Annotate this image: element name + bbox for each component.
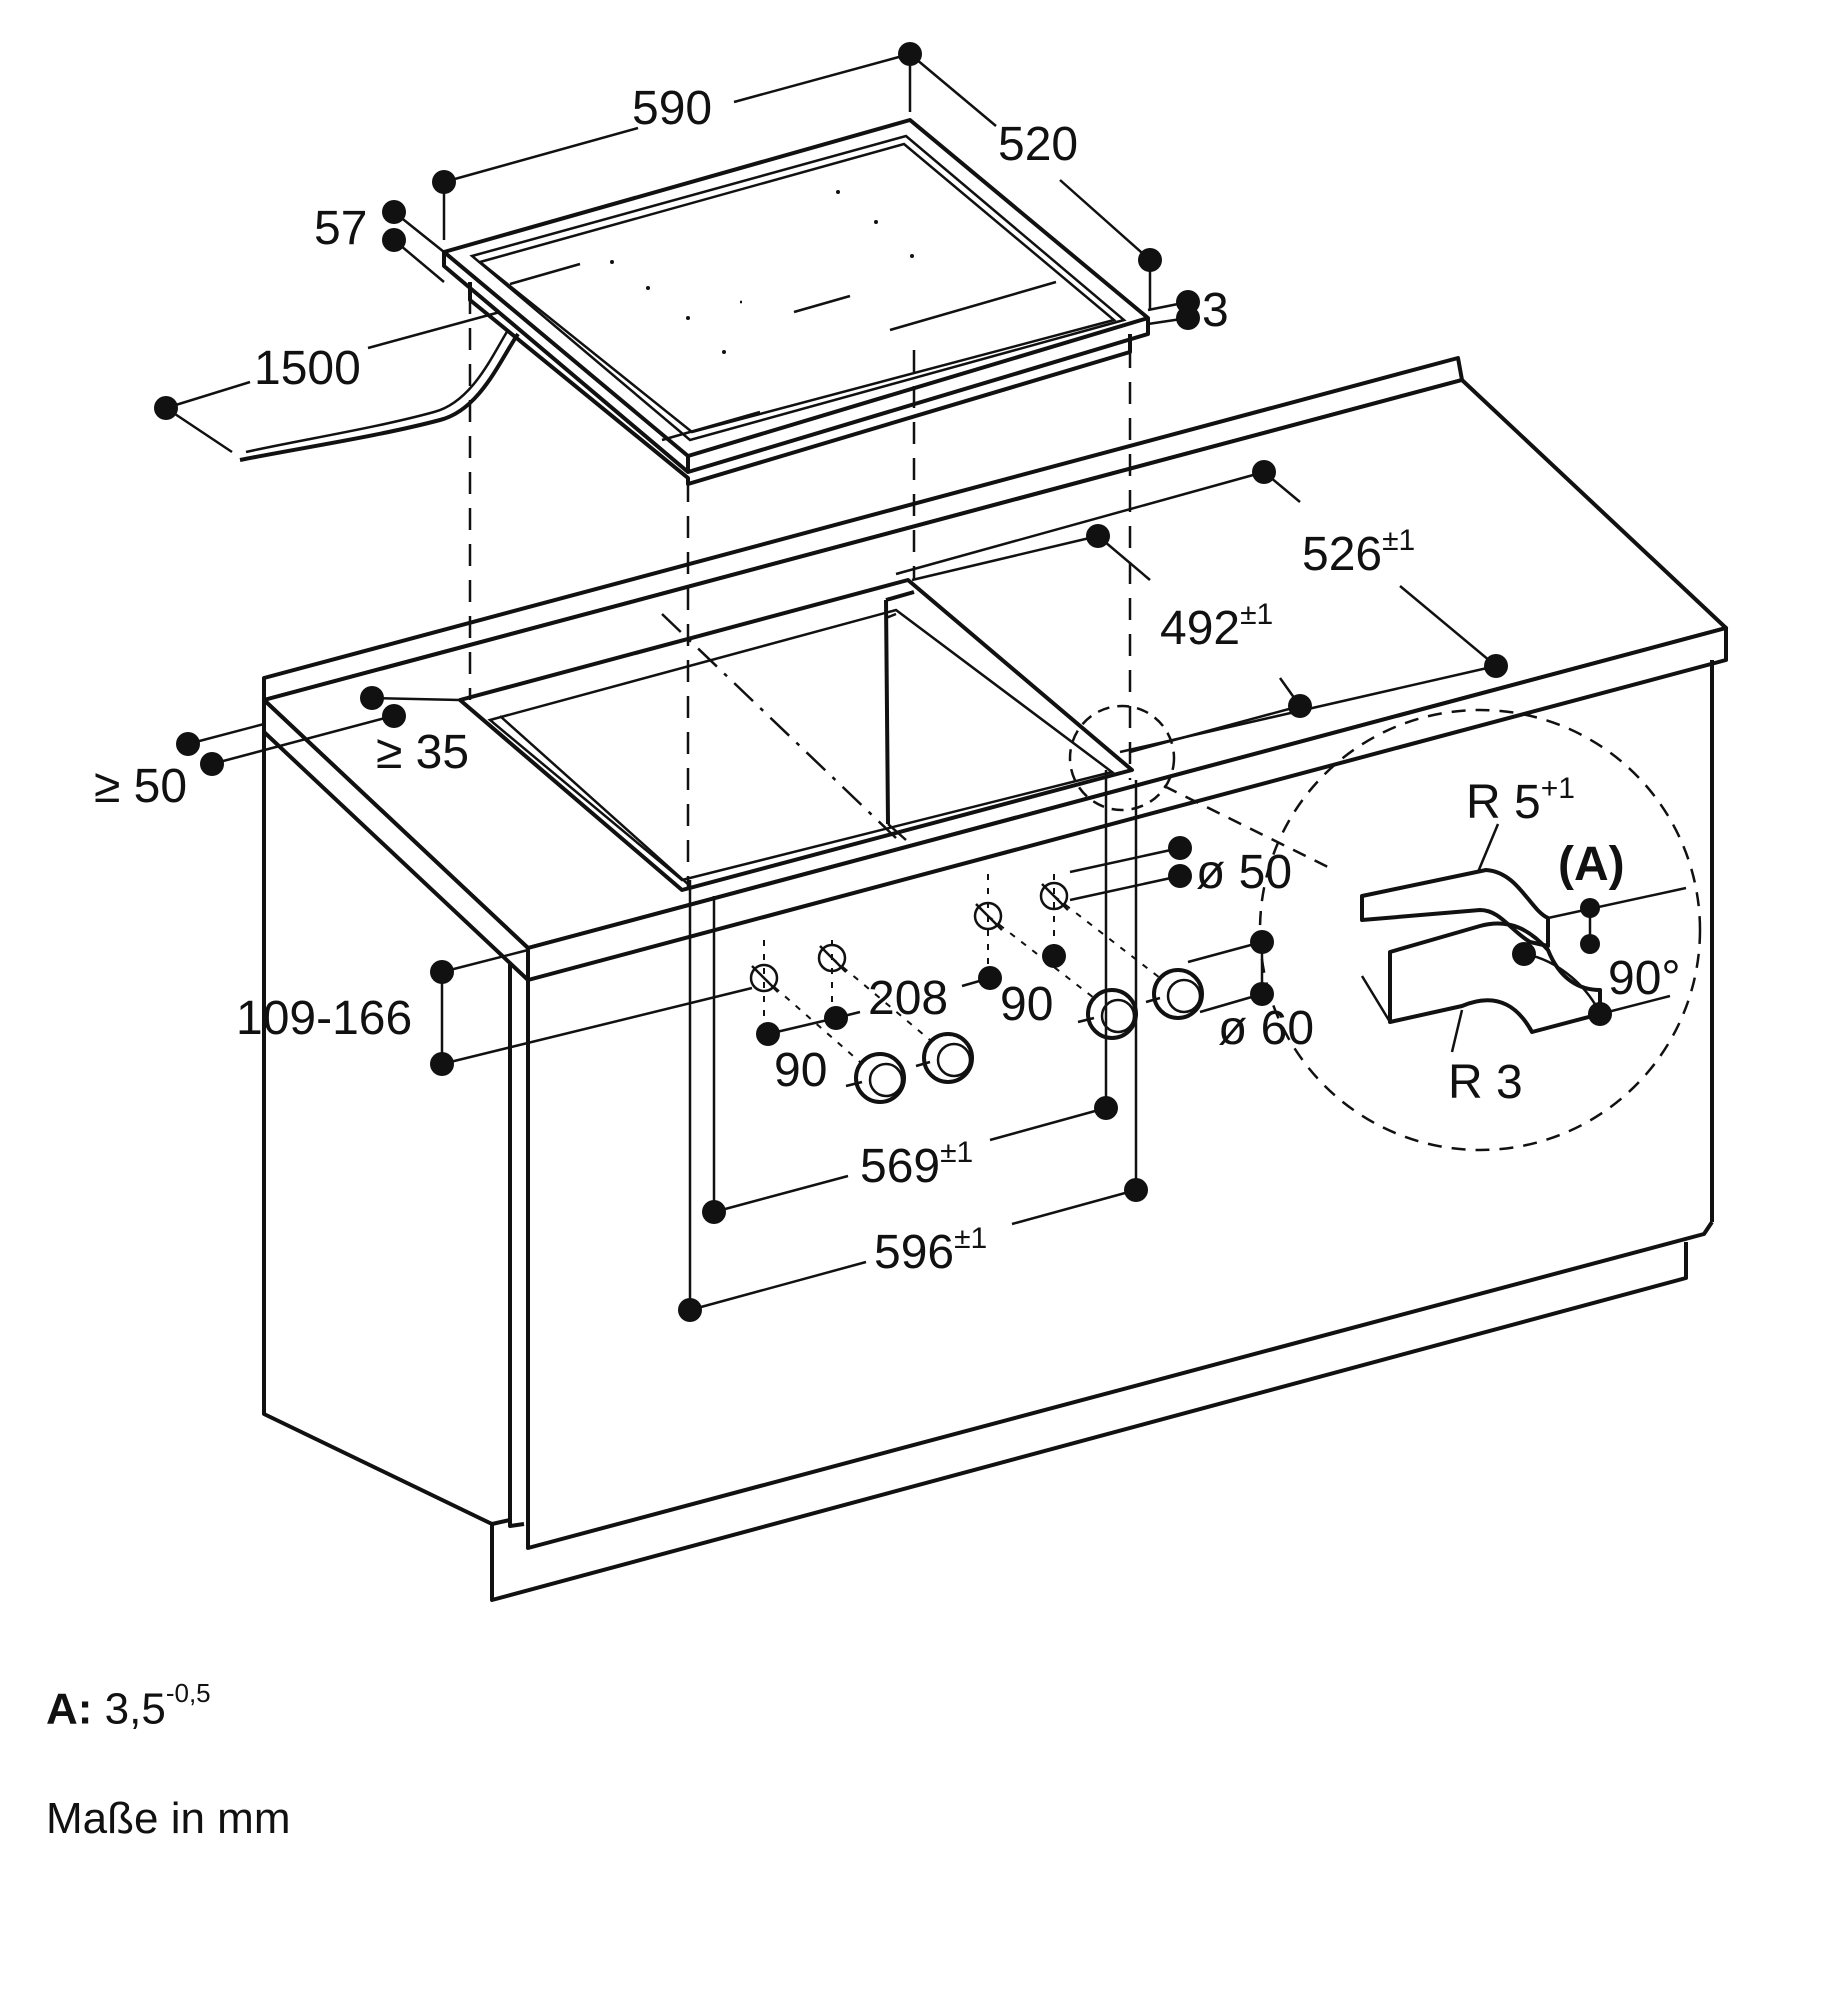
detail-angle: 90° — [1608, 952, 1681, 1005]
dim-cable-length: 1500 — [254, 342, 361, 395]
detail-radius-top: R 5+1 — [1466, 772, 1575, 829]
footnote-a: A: 3,5-0,5 — [46, 1678, 211, 1735]
detail-radius-bottom: R 3 — [1448, 1056, 1523, 1109]
dim-knob-spacing-208: 208 — [868, 972, 948, 1025]
dim-hob-depth: 520 — [998, 118, 1078, 171]
detail-view — [1068, 704, 1702, 1152]
dimension-lines — [154, 42, 1508, 1322]
dim-cutout-depth-inner: 492±1 — [1160, 598, 1273, 655]
dim-cutout-width-outer: 596±1 — [874, 1222, 987, 1279]
dim-knob-diameter: ø 60 — [1218, 1002, 1314, 1055]
dim-hole-diameter: ø 50 — [1196, 846, 1292, 899]
hob-unit — [239, 118, 1150, 486]
dim-knob-spacing-90-right: 90 — [1000, 978, 1053, 1031]
footnote-label: A: — [46, 1684, 93, 1734]
dim-frame-distance: ≥ 35 — [376, 726, 469, 779]
dimension-labels: 590 520 57 3 1500 526±1 492±1 ≥ 50 ≥ 35 … — [94, 82, 1681, 1279]
dim-hob-height: 57 — [314, 202, 367, 255]
cabinet — [262, 660, 1714, 1602]
knob-4 — [1145, 968, 1204, 1020]
dim-knob-spacing-90-left: 90 — [774, 1044, 827, 1097]
footnote-tolerance: -0,5 — [165, 1678, 211, 1708]
dim-hob-width: 590 — [632, 82, 712, 135]
knob-1 — [845, 1052, 906, 1104]
dim-frame-thickness: 3 — [1202, 284, 1229, 337]
dim-cutout-depth-outer: 526±1 — [1302, 524, 1415, 581]
footnote-value: 3,5 — [104, 1684, 166, 1734]
knob-2 — [915, 1032, 974, 1084]
detail-label-a: (A) — [1558, 838, 1625, 891]
dim-front-distance: ≥ 50 — [94, 760, 187, 813]
dim-worktop-thickness: 109-166 — [236, 992, 412, 1045]
units-note: Maße in mm — [46, 1794, 291, 1843]
countertop — [262, 356, 1728, 982]
control-knobs — [749, 874, 1204, 1104]
dim-cutout-width-inner: 569±1 — [860, 1136, 973, 1193]
